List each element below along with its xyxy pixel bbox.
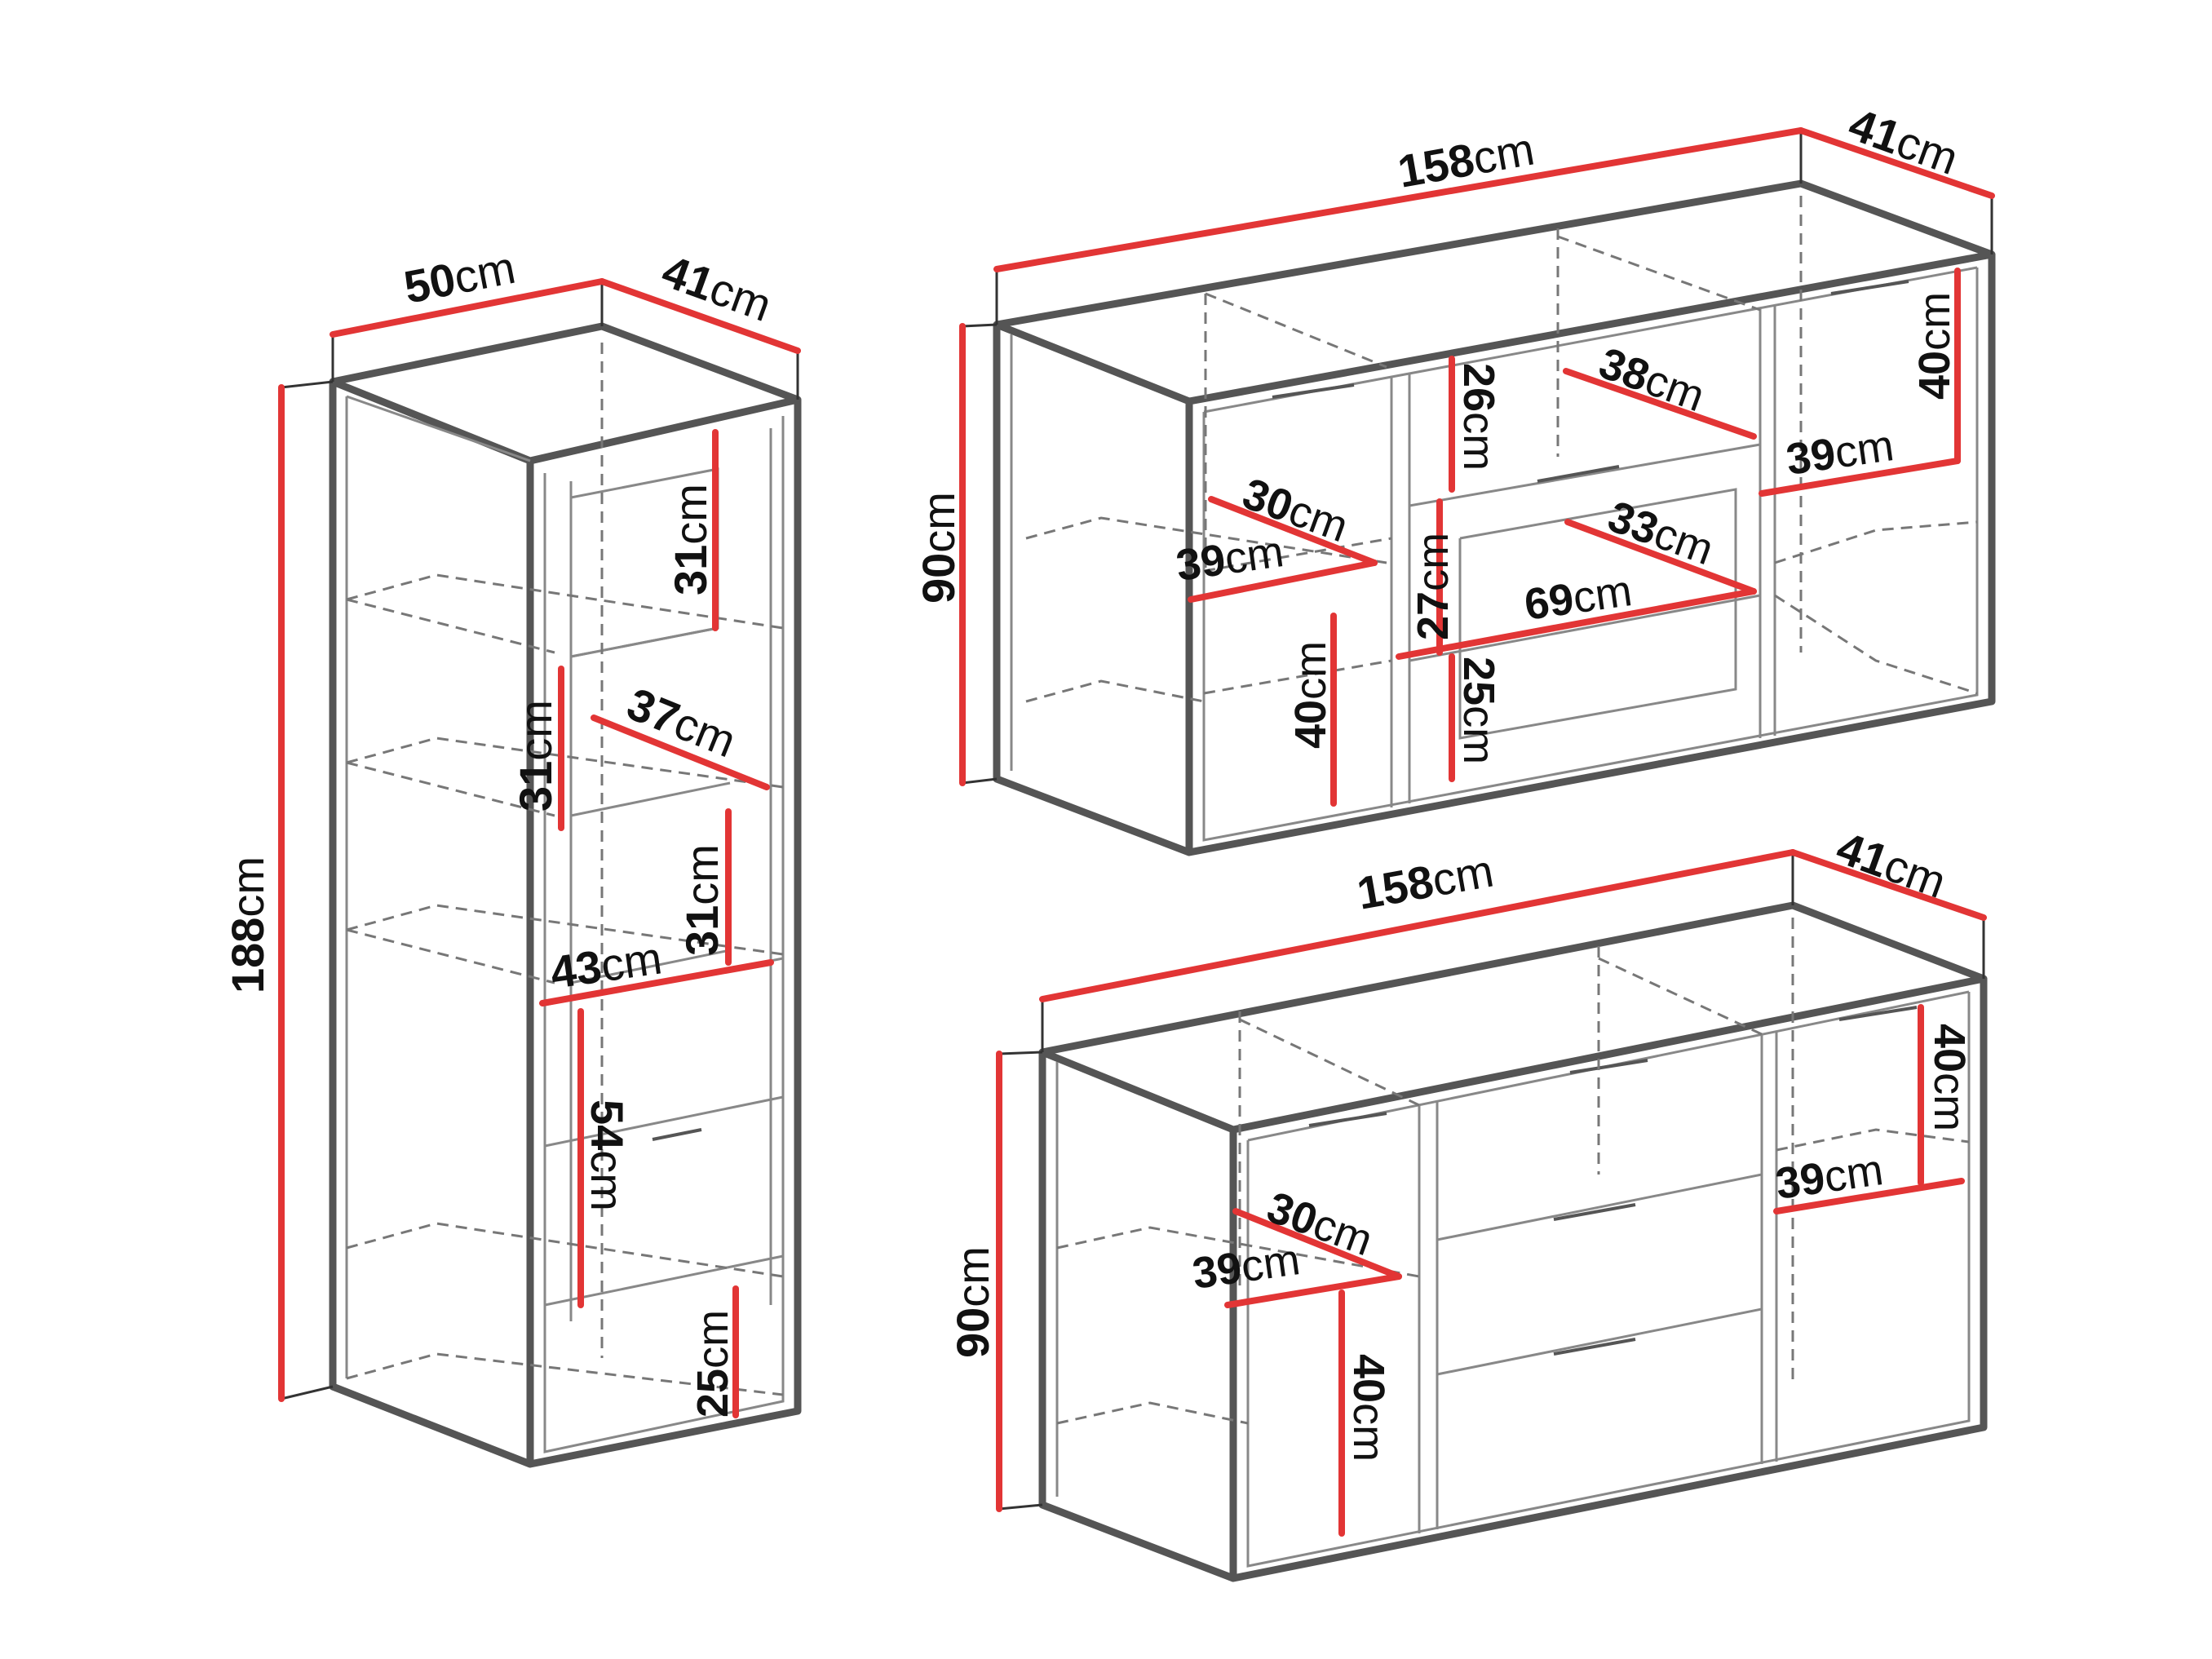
tall-depth-dim — [599, 278, 801, 354]
sideboard-top: 158cm 41cm 90cm 40cm 39cm 26cm 38cm 27cm… — [913, 98, 1996, 856]
svg-text:90cm: 90cm — [947, 1246, 998, 1358]
svg-text:41cm: 41cm — [1843, 98, 1965, 184]
svg-text:27cm: 27cm — [1409, 533, 1458, 640]
tall-shelf-mid-label: 31cm — [510, 700, 561, 812]
tall-drawer-label: 54cm — [582, 1099, 633, 1211]
svg-text:40cm: 40cm — [1286, 641, 1335, 749]
svg-text:39cm: 39cm — [1783, 421, 1896, 484]
tall-width-label: 50cm — [400, 241, 519, 313]
tall-height-label: 188cm — [222, 856, 273, 993]
svg-text:41cm: 41cm — [1830, 821, 1953, 908]
svg-text:40cm: 40cm — [1344, 1354, 1393, 1462]
tall-depth-label: 41cm — [656, 245, 778, 331]
svg-text:69cm: 69cm — [1521, 566, 1635, 630]
svg-text:39cm: 39cm — [1189, 1235, 1303, 1298]
tall-cabinet: 50cm 41cm 188cm 31cm 31cm 37cm 31cm 43cm… — [222, 241, 802, 1468]
svg-text:26cm: 26cm — [1454, 363, 1503, 471]
svg-text:38cm: 38cm — [1593, 338, 1711, 422]
svg-text:90cm: 90cm — [913, 492, 964, 604]
svg-text:39cm: 39cm — [1173, 527, 1286, 591]
tall-shelf-low-label: 31cm — [676, 844, 728, 956]
tall-width-dim — [330, 278, 605, 338]
svg-text:25cm: 25cm — [1454, 657, 1503, 764]
svg-text:40cm: 40cm — [1910, 292, 1959, 400]
svg-text:39cm: 39cm — [1772, 1145, 1886, 1209]
sideboard-bottom: 158cm 41cm 90cm 40cm 39cm 30cm 39cm 40cm — [947, 821, 1988, 1582]
svg-text:158cm: 158cm — [1353, 845, 1497, 919]
tall-plinth-label: 25cm — [688, 1310, 737, 1418]
svg-text:158cm: 158cm — [1394, 123, 1537, 197]
svg-text:33cm: 33cm — [1602, 492, 1720, 575]
tall-shelf-top-label: 31cm — [665, 484, 716, 595]
tall-shelf-width-label: 43cm — [547, 931, 665, 998]
svg-text:40cm: 40cm — [1925, 1024, 1974, 1131]
